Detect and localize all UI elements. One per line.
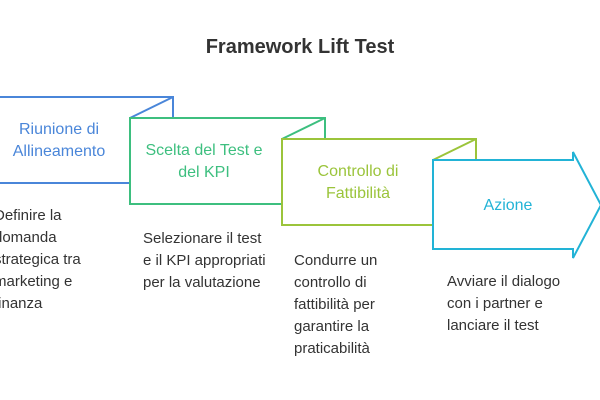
step-4-description: Avviare il dialogo con i partner e lanci… <box>447 273 561 334</box>
step-1-description: Definire la domanda strategica tra marke… <box>0 207 81 312</box>
step-2-label: Scelta del Test e del KPI <box>145 142 263 181</box>
step-4-arrow-shape <box>432 151 600 259</box>
step-1-label: Riunione di Allineamento <box>12 121 106 160</box>
diagram-title: Framework Lift Test <box>205 36 395 58</box>
step-4-label: Azione <box>483 197 533 214</box>
step-3-description: Condurre un controllo di fattibilità per… <box>294 252 378 357</box>
step-3-label: Controllo di Fattibilità <box>317 163 399 202</box>
step-2-description: Selezionare il test e il KPI appropriati… <box>143 230 266 291</box>
